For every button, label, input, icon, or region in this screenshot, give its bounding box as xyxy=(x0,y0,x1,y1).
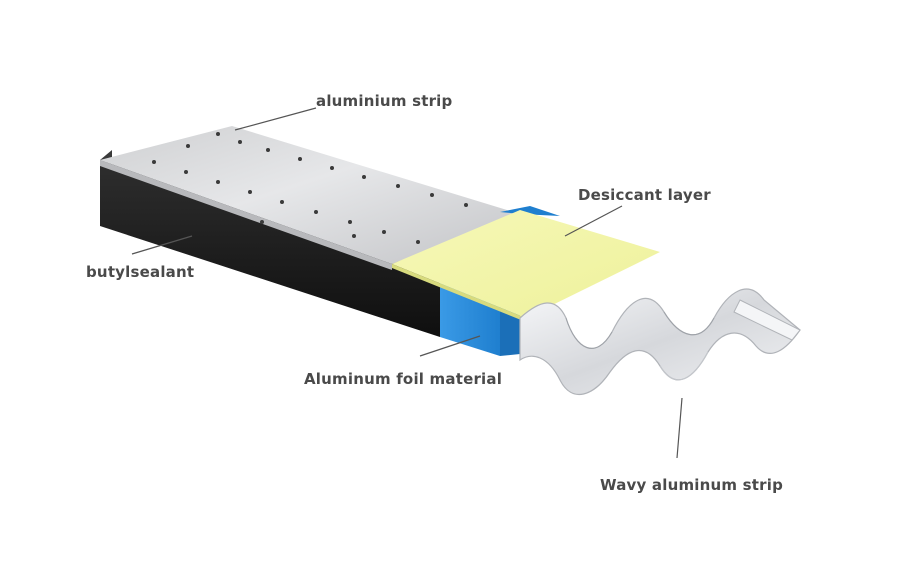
leader-desiccant xyxy=(564,205,623,237)
aluminium-strip-top xyxy=(100,126,520,270)
label-butyl-sealant: butylsealant xyxy=(86,263,195,281)
leader-aluminium-strip xyxy=(234,107,317,131)
leader-wavy xyxy=(676,397,683,459)
label-aluminium-strip: aluminium strip xyxy=(316,92,453,110)
wavy-aluminum-strip xyxy=(519,288,801,396)
butyl-sealant-side xyxy=(100,150,440,337)
desiccant-layer xyxy=(392,210,660,322)
label-desiccant-layer: Desiccant layer xyxy=(578,186,711,204)
label-wavy-strip: Wavy aluminum strip xyxy=(600,476,784,494)
leader-butyl xyxy=(131,235,193,255)
label-aluminum-foil: Aluminum foil material xyxy=(304,370,503,388)
leader-foil xyxy=(419,335,481,357)
perforation-holes xyxy=(152,132,468,244)
leader-lines xyxy=(131,107,683,459)
